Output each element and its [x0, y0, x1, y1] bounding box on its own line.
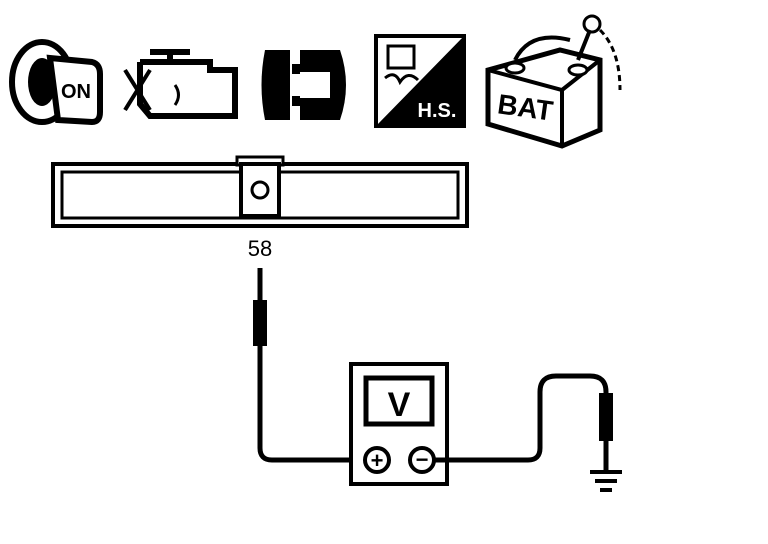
harness-side-icon: H.S. — [374, 34, 466, 128]
voltmeter: V + − — [349, 362, 449, 486]
terminal-number-label: 58 — [248, 236, 272, 261]
ground-icon — [590, 470, 622, 492]
battery-icon: BAT — [485, 14, 622, 149]
ignition-on-label: ON — [61, 81, 91, 103]
ignition-key-on-icon: ON — [9, 39, 103, 126]
voltmeter-display: V — [388, 386, 411, 424]
connector-disconnect-icon — [261, 50, 346, 120]
harness-connector — [51, 155, 469, 228]
minus-sign: − — [416, 447, 429, 472]
harness-side-label: H.S. — [418, 100, 457, 122]
terminal-58-pin — [250, 180, 270, 200]
battery-label: BAT — [496, 88, 555, 126]
engine-icon — [123, 49, 238, 119]
positive-terminal — [363, 446, 391, 474]
negative-probe — [599, 393, 613, 441]
positive-probe — [253, 300, 267, 346]
plus-sign: + — [371, 448, 384, 473]
positive-test-lead — [257, 268, 366, 463]
negative-test-lead — [434, 373, 609, 470]
